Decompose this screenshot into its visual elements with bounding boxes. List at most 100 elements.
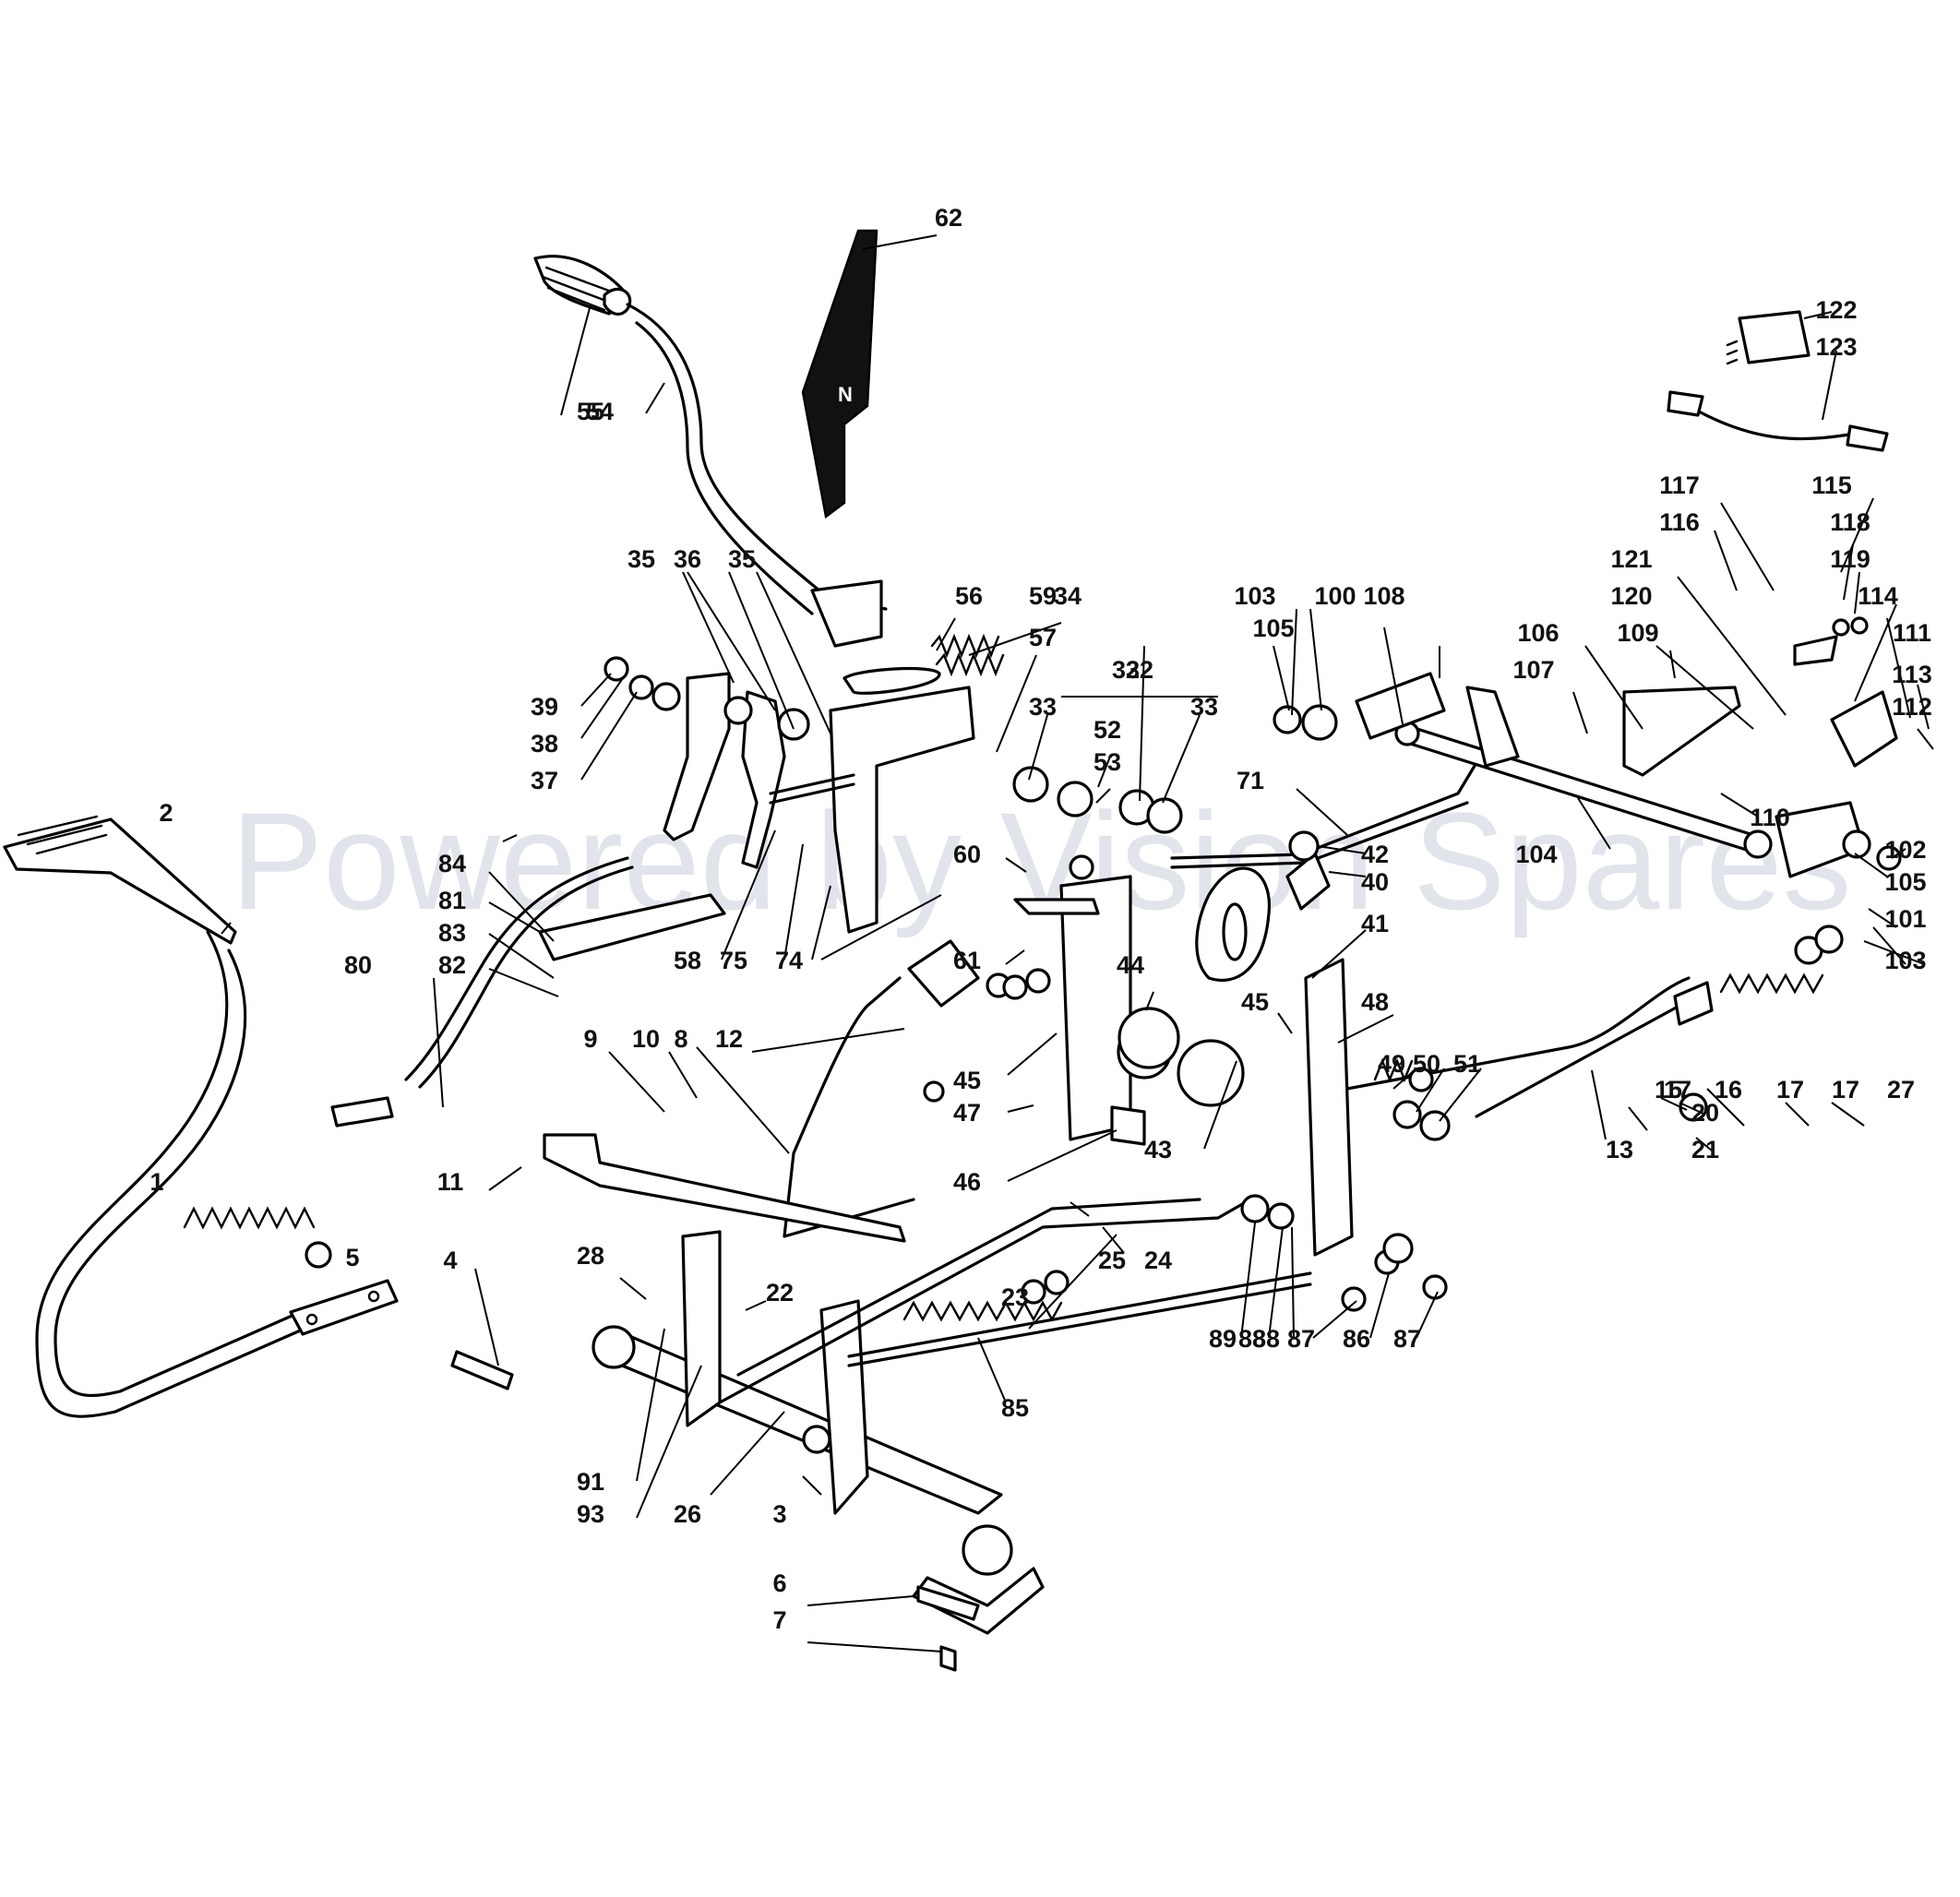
callout-10: 10 (632, 1025, 660, 1053)
callout-6: 6 (772, 1569, 786, 1597)
callout-37: 37 (531, 767, 558, 794)
callout-93: 93 (577, 1500, 604, 1528)
gear-lever (533, 255, 941, 695)
callout-81: 81 (438, 887, 466, 914)
callout-61: 61 (953, 947, 981, 974)
callout-3: 3 (772, 1500, 786, 1528)
callout-44: 44 (1117, 951, 1144, 979)
callout-62: 62 (935, 204, 962, 232)
callout-9: 9 (583, 1025, 597, 1053)
callout-49: 49 (1378, 1050, 1405, 1078)
callout-115: 115 (1811, 471, 1852, 499)
callout-74: 74 (775, 947, 803, 974)
fasteners (305, 854, 1448, 1390)
callout-16: 16 (1715, 1076, 1742, 1104)
shaft-104 (1355, 616, 1902, 878)
callout-85: 85 (1001, 1394, 1029, 1422)
callout-22: 22 (766, 1279, 794, 1306)
rods-center (718, 1198, 1312, 1404)
callout-39: 39 (531, 693, 558, 721)
callout-103: 103 (1234, 582, 1275, 610)
callout-35: 35 (627, 545, 655, 573)
callout-33: 33 (1029, 693, 1057, 721)
callout-45: 45 (953, 1067, 981, 1094)
callout-111: 111 (1893, 619, 1931, 647)
callout-41: 41 (1361, 910, 1389, 937)
callout-13: 13 (1606, 1136, 1633, 1163)
callout-82: 82 (438, 951, 466, 979)
callout-11: 11 (437, 1168, 464, 1196)
callout-58: 58 (674, 947, 701, 974)
callout-45: 45 (1241, 988, 1269, 1016)
callout-119: 119 (1830, 545, 1870, 573)
callout-17: 17 (1832, 1076, 1859, 1104)
module-122 (1667, 310, 1889, 452)
callout-12: 12 (715, 1025, 743, 1053)
callout-122: 122 (1815, 296, 1857, 324)
callout-118: 118 (1830, 508, 1870, 536)
speed-plate: N (801, 229, 878, 519)
callout-114: 114 (1858, 582, 1898, 610)
callout-87: 87 (1287, 1325, 1315, 1353)
callout-24: 24 (1144, 1247, 1172, 1274)
plate-symbol: N (838, 383, 853, 406)
callout-40: 40 (1361, 868, 1389, 896)
spring-16 (1475, 925, 1844, 1122)
callout-107: 107 (1512, 656, 1554, 684)
callout-100: 100 (1314, 582, 1356, 610)
plate-81 (538, 893, 726, 961)
callout-2: 2 (159, 799, 173, 827)
callout-53: 53 (1094, 748, 1121, 776)
callout-23: 23 (1001, 1283, 1029, 1311)
callout-32: 32 (1112, 656, 1140, 684)
callout-89: 89 (1209, 1325, 1237, 1353)
callout-84: 84 (438, 850, 466, 877)
callout-21: 21 (1691, 1136, 1719, 1163)
callout-103: 103 (1884, 947, 1926, 974)
callout-86: 86 (1343, 1325, 1370, 1353)
cable-80 (183, 856, 634, 1230)
callout-1: 1 (149, 1168, 163, 1196)
callout-26: 26 (674, 1500, 701, 1528)
callout-15: 15 (1655, 1076, 1682, 1104)
callout-33: 33 (1190, 693, 1218, 721)
callout-106: 106 (1517, 619, 1559, 647)
callout-105: 105 (1884, 868, 1926, 896)
callout-5: 5 (345, 1244, 359, 1271)
callout-110: 110 (1750, 804, 1790, 831)
callout-47: 47 (953, 1099, 981, 1127)
callout-8: 8 (674, 1025, 687, 1053)
callout-34: 34 (1054, 582, 1082, 610)
callout-50: 50 (1413, 1050, 1440, 1078)
callout-116: 116 (1659, 508, 1700, 536)
callout-56: 56 (955, 582, 983, 610)
callout-101: 101 (1884, 905, 1926, 933)
callout-123: 123 (1815, 333, 1857, 361)
callout-25: 25 (1098, 1247, 1126, 1274)
callout-117: 117 (1659, 471, 1700, 499)
callout-27: 27 (1887, 1076, 1915, 1104)
callout-17: 17 (1776, 1076, 1804, 1104)
callout-83: 83 (438, 919, 466, 947)
callout-112: 112 (1892, 693, 1932, 721)
callout-59: 59 (1029, 582, 1057, 610)
callout-28: 28 (577, 1242, 604, 1270)
callout-108: 108 (1363, 582, 1404, 610)
callout-35: 35 (728, 545, 756, 573)
callout-46: 46 (953, 1168, 981, 1196)
callout-87: 87 (1393, 1325, 1421, 1353)
callout-105: 105 (1252, 614, 1294, 642)
rod-12 (543, 939, 980, 1243)
callout-54: 54 (586, 398, 614, 425)
callout-88: 88 (1252, 1325, 1280, 1353)
pedal-assembly (3, 815, 399, 1418)
callout-102: 102 (1884, 836, 1926, 864)
callout-43: 43 (1144, 1136, 1172, 1163)
callout-88: 88 (1238, 1325, 1266, 1353)
callout-48: 48 (1361, 988, 1389, 1016)
group-label: 32 (1126, 656, 1153, 684)
callout-91: 91 (577, 1468, 604, 1496)
callout-36: 36 (674, 545, 701, 573)
